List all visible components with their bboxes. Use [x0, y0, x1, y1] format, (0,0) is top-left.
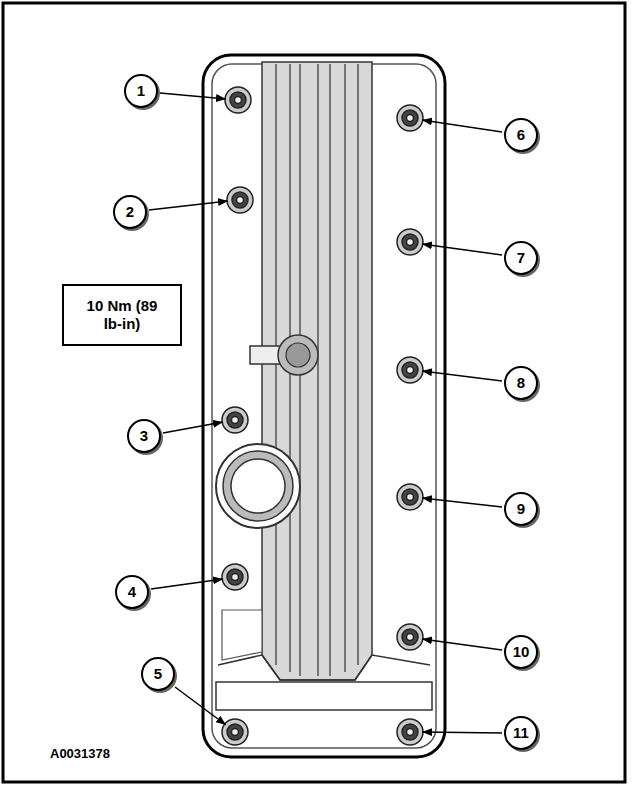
callout-number: 6	[504, 118, 538, 152]
callout-number: 8	[504, 366, 538, 400]
callout-text: 6	[517, 126, 525, 144]
callout-number: 9	[504, 492, 538, 526]
callout-text: 8	[517, 374, 525, 392]
callout-number: 3	[127, 419, 161, 453]
callout-text: 2	[126, 203, 134, 221]
callout-number: 2	[113, 195, 147, 229]
callout-text: 11	[513, 724, 529, 742]
torque-spec-box: 10 Nm (89 lb-in)	[62, 284, 182, 346]
torque-spec-text: 10 Nm (89 lb-in)	[76, 297, 168, 333]
callout-number: 7	[504, 241, 538, 275]
callout-number: 1	[124, 74, 158, 108]
callout-number: 4	[115, 575, 149, 609]
callout-text: 5	[154, 665, 162, 683]
callout-text: 4	[128, 583, 136, 601]
callout-number: 10	[504, 635, 538, 669]
callout-text: 9	[517, 500, 525, 518]
callout-number: 11	[504, 716, 538, 750]
callout-text: 7	[517, 249, 525, 267]
callout-text: 3	[140, 427, 148, 445]
callout-number: 5	[141, 657, 175, 691]
callout-text: 1	[137, 82, 145, 100]
figure-code: A0031378	[50, 746, 110, 761]
callout-text: 10	[513, 643, 530, 661]
